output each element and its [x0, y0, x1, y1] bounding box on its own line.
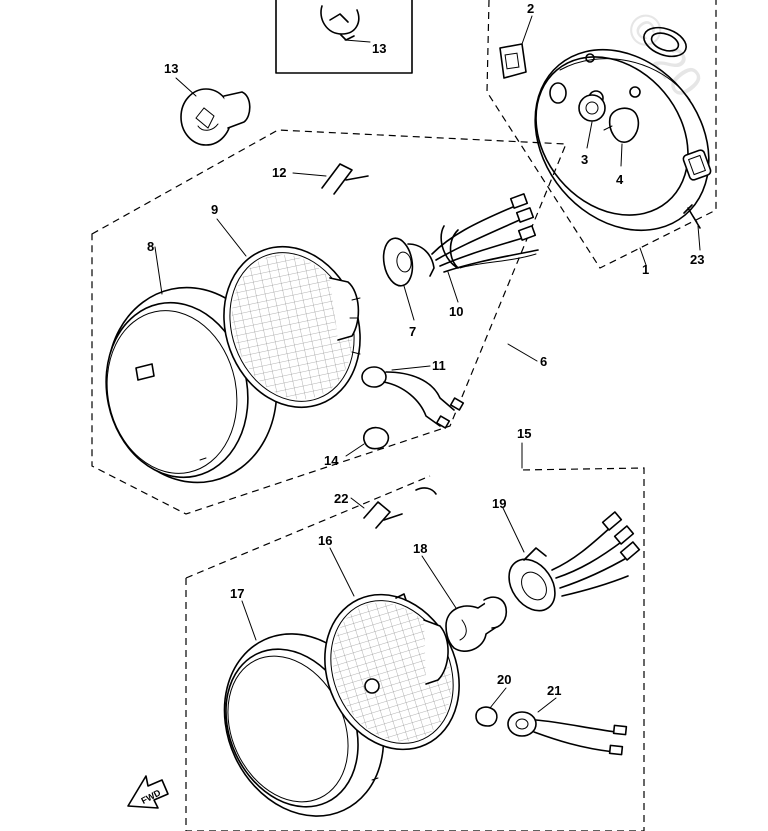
- callout-labels: 2 13 13 3 4 12 9 8 1 23 7 10 11 6 15 14 …: [147, 1, 704, 698]
- callout-16: 17: [230, 586, 244, 601]
- callout-17: 16: [318, 533, 332, 548]
- headlight-bulb-18: [445, 596, 508, 652]
- callout-2: 2: [527, 1, 534, 16]
- spring-clip-12: [321, 163, 369, 195]
- spring-clip-22: [363, 501, 403, 529]
- bulb-4: [603, 107, 640, 143]
- callout-10: 10: [449, 304, 463, 319]
- callout-21: 21: [547, 683, 561, 698]
- sealed-beam-unit-8: [223, 245, 361, 409]
- leader-lines: [154, 15, 701, 713]
- callout-4: 4: [616, 172, 624, 187]
- callout-6: 6: [540, 354, 547, 369]
- wire-harness-10: [431, 193, 539, 273]
- callout-20: 20: [497, 672, 511, 687]
- callout-7: 8: [147, 239, 154, 254]
- headlight-housing: [534, 48, 712, 232]
- callout-11: 11: [432, 358, 446, 373]
- callout-22: 22: [334, 491, 348, 506]
- socket-3: [578, 94, 606, 122]
- pilot-socket-11: [361, 366, 465, 429]
- callout-14: 14: [324, 453, 339, 468]
- bulb-13-top: [320, 5, 371, 43]
- callout-23: 23: [690, 252, 704, 267]
- callout-9: 7: [409, 324, 416, 339]
- callout-15: 15: [517, 426, 531, 441]
- group-box-headlight-15: [185, 467, 645, 831]
- inset-box-bulb-13: [275, 0, 413, 74]
- screw-23: [683, 204, 701, 229]
- callout-1: 1: [642, 262, 649, 277]
- grommet-2: [499, 43, 527, 79]
- bulb-13-left: [180, 88, 251, 146]
- bulb-socket-9: [382, 237, 435, 287]
- callout-12: 12: [272, 165, 286, 180]
- sealed-beam-unit-17: [324, 593, 460, 751]
- callout-3: 3: [581, 152, 588, 167]
- pilot-socket-21: [507, 711, 628, 756]
- callout-18: 18: [413, 541, 427, 556]
- group-box-headlight-6: [91, 129, 567, 515]
- group-box-housing: [486, 0, 717, 269]
- mark-small: [415, 487, 437, 495]
- pilot-bulb-14: [363, 426, 390, 450]
- grommet-top-right: [643, 26, 687, 58]
- bulb-socket-19: [508, 511, 641, 612]
- callout-13: 13: [164, 61, 178, 76]
- callout-19: 19: [492, 496, 506, 511]
- fwd-arrow: FWD: [127, 775, 169, 809]
- pilot-bulb-20: [475, 706, 498, 727]
- callout-13-inset: 13: [372, 41, 386, 56]
- callout-8: 9: [211, 202, 218, 217]
